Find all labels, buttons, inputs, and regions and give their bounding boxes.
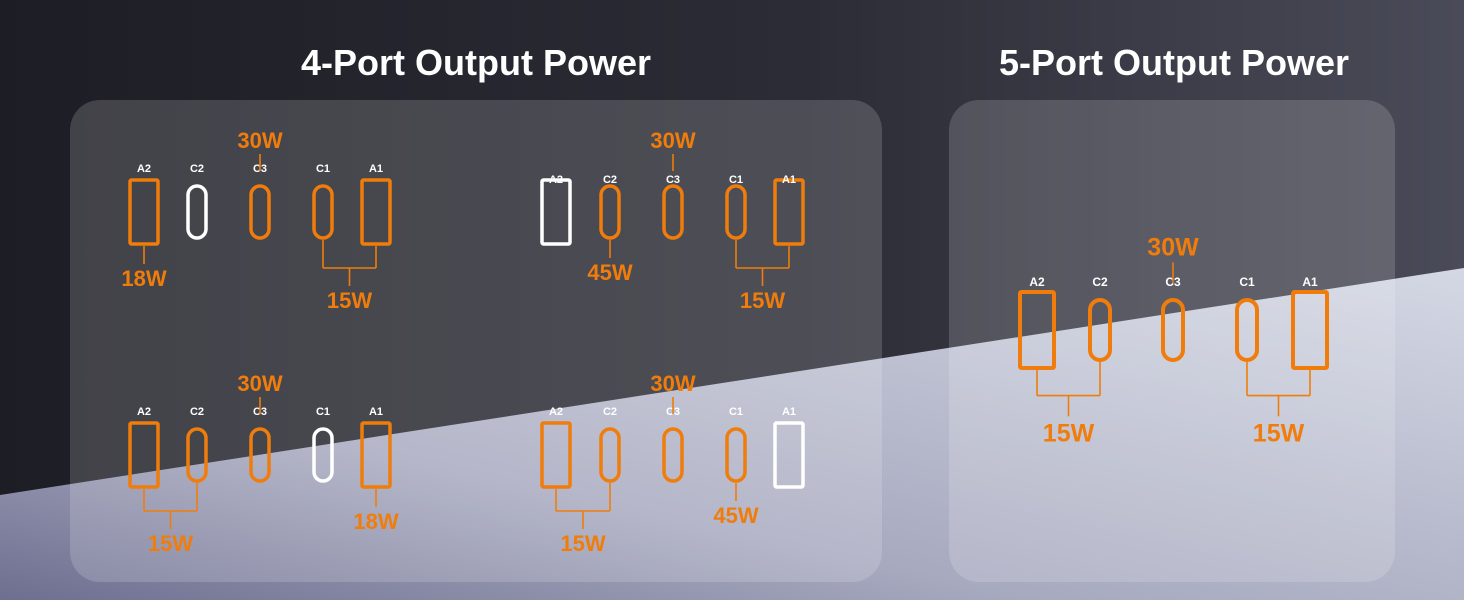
watt-label-3-2: 15W bbox=[148, 531, 193, 556]
a1-port-5 bbox=[1291, 290, 1329, 370]
a2-port-5 bbox=[1018, 290, 1056, 370]
c2-port-1 bbox=[186, 184, 208, 240]
port-label-a2-2: A2 bbox=[549, 174, 563, 186]
watt-label-1-3: 15W bbox=[327, 288, 372, 313]
port-label-c1-2: C1 bbox=[729, 174, 743, 186]
c2-port-3 bbox=[186, 427, 208, 483]
watt-label-4-1: 30W bbox=[650, 371, 695, 396]
watt-label-1-1: 30W bbox=[237, 128, 282, 153]
c1-port-4 bbox=[725, 427, 747, 483]
port-label-c1-3: C1 bbox=[316, 406, 330, 418]
a2-port-3 bbox=[128, 421, 160, 489]
four-port-title: 4-Port Output Power bbox=[301, 42, 651, 83]
a2-port-4 bbox=[540, 421, 572, 489]
port-label-c1-5: C1 bbox=[1239, 275, 1255, 289]
c3-port-2 bbox=[662, 184, 684, 240]
port-label-c1-4: C1 bbox=[729, 406, 743, 418]
c2-port-4 bbox=[599, 427, 621, 483]
watt-label-2-2: 45W bbox=[587, 260, 632, 285]
a2-port-1 bbox=[128, 178, 160, 246]
watt-label-5-3: 15W bbox=[1253, 420, 1305, 448]
watt-label-4-2: 15W bbox=[560, 531, 605, 556]
port-label-a1-5: A1 bbox=[1302, 275, 1318, 289]
watt-label-3-1: 30W bbox=[237, 371, 282, 396]
port-label-a2-5: A2 bbox=[1029, 275, 1045, 289]
port-label-a1-4: A1 bbox=[782, 406, 796, 418]
port-label-c2-3: C2 bbox=[190, 406, 204, 418]
four-port-panel bbox=[70, 100, 882, 582]
five-port-panel bbox=[949, 100, 1395, 582]
port-label-c2-1: C2 bbox=[190, 163, 204, 175]
c3-port-4 bbox=[662, 427, 684, 483]
watt-label-4-3: 45W bbox=[713, 503, 758, 528]
port-label-c1-1: C1 bbox=[316, 163, 330, 175]
c2-port-5 bbox=[1088, 298, 1112, 362]
port-label-c3-2: C3 bbox=[666, 174, 680, 186]
a1-port-1 bbox=[360, 178, 392, 246]
port-label-a2-1: A2 bbox=[137, 163, 151, 175]
watt-label-2-1: 30W bbox=[650, 128, 695, 153]
c3-port-1 bbox=[249, 184, 271, 240]
port-label-c2-4: C2 bbox=[603, 406, 617, 418]
port-label-c2-5: C2 bbox=[1092, 275, 1108, 289]
a2-port-2 bbox=[540, 178, 572, 246]
c2-port-2 bbox=[599, 184, 621, 240]
five-port-title: 5-Port Output Power bbox=[999, 42, 1349, 83]
port-label-a1-3: A1 bbox=[369, 406, 383, 418]
a1-port-4 bbox=[773, 421, 805, 489]
a1-port-3 bbox=[360, 421, 392, 489]
port-label-a1-2: A1 bbox=[782, 174, 796, 186]
port-label-a2-4: A2 bbox=[549, 406, 563, 418]
c3-port-3 bbox=[249, 427, 271, 483]
c3-port-5 bbox=[1161, 298, 1185, 362]
a1-port-2 bbox=[773, 178, 805, 246]
watt-label-3-3: 18W bbox=[353, 509, 398, 534]
c1-port-3 bbox=[312, 427, 334, 483]
watt-label-1-2: 18W bbox=[121, 266, 166, 291]
port-label-a2-3: A2 bbox=[137, 406, 151, 418]
c1-port-1 bbox=[312, 184, 334, 240]
port-label-a1-1: A1 bbox=[369, 163, 383, 175]
port-label-c2-2: C2 bbox=[603, 174, 617, 186]
c1-port-2 bbox=[725, 184, 747, 240]
c1-port-5 bbox=[1235, 298, 1259, 362]
watt-label-2-3: 15W bbox=[740, 288, 785, 313]
watt-label-5-2: 15W bbox=[1043, 420, 1095, 448]
watt-label-5-1: 30W bbox=[1147, 234, 1199, 262]
